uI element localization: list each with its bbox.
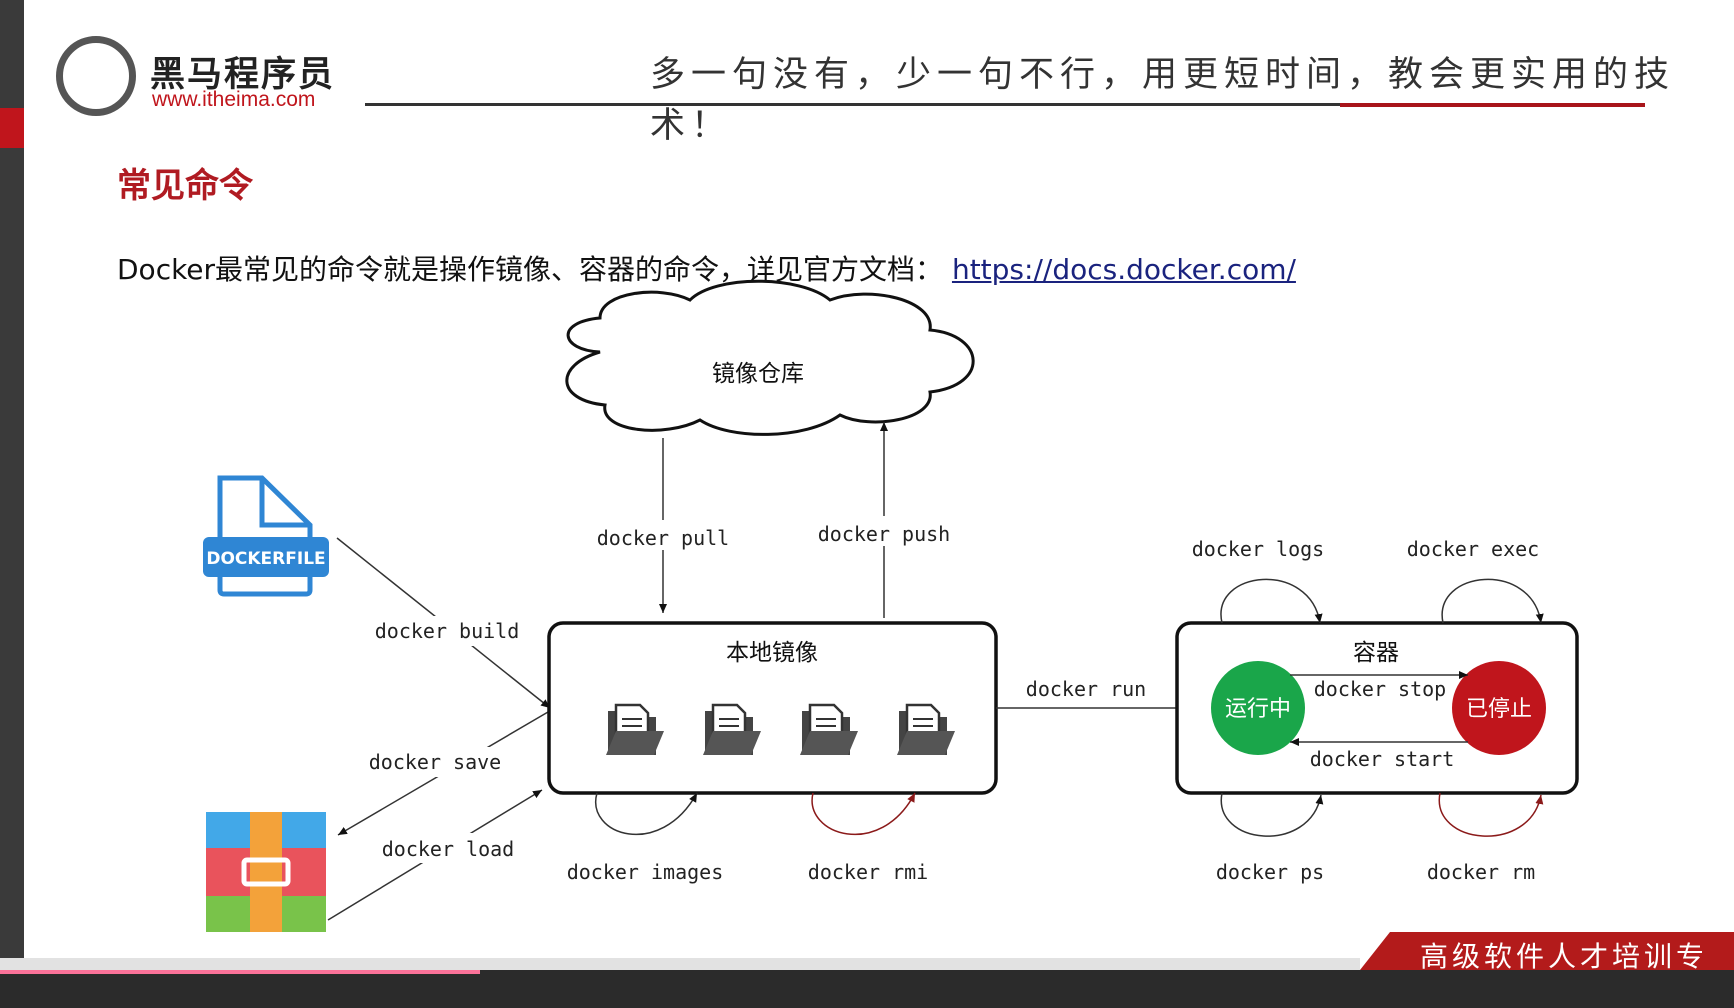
footer-red-banner (1360, 932, 1734, 970)
rmi-command-label: docker rmi (808, 860, 928, 884)
image-file-icon (703, 703, 761, 755)
rm-loop-arrow (1438, 792, 1544, 837)
dockerfile-icon (203, 475, 329, 597)
dockerfile-label: DOCKERFILE (206, 549, 325, 569)
logs-loop-arrow (1220, 578, 1323, 624)
image-file-icon (800, 703, 858, 755)
load-command-label: docker load (382, 837, 514, 861)
stop-command-label: docker stop (1314, 677, 1446, 701)
footer-bar (0, 958, 1360, 970)
container-label: 容器 (1353, 640, 1399, 666)
image-file-icon (897, 703, 955, 755)
build-label-bg (366, 616, 528, 646)
ps-loop-arrow (1220, 792, 1324, 837)
start-command-label: docker start (1310, 747, 1455, 771)
section-title: 常见命令 (117, 166, 253, 206)
header-slogan: 多一句没有，少一句不行，用更短时间，教会更实用的技术！ (650, 55, 1676, 146)
docker-command-diagram: 镜像仓库 docker pull docker push DOCKERFILE … (203, 279, 1579, 932)
local-images-label: 本地镜像 (726, 640, 818, 666)
push-label-bg (805, 516, 965, 546)
header-divider-accent (1340, 103, 1645, 107)
exec-command-label: docker exec (1407, 537, 1539, 561)
left-red-marker (0, 108, 24, 148)
archive-icon (206, 812, 326, 932)
exec-loop-arrow (1441, 578, 1544, 624)
intro-text: Docker最常见的命令就是操作镜像、容器的命令，详见官方文档： https:/… (117, 248, 1296, 288)
running-label: 运行中 (1225, 697, 1291, 722)
brand-name: 黑马程序员 (150, 55, 336, 95)
save-label-bg (360, 747, 510, 777)
registry-label: 镜像仓库 (712, 361, 804, 387)
pull-label-bg (585, 520, 745, 550)
push-command-label: docker push (818, 522, 950, 546)
intro-sentence: Docker最常见的命令就是操作镜像、容器的命令，详见官方文档： (117, 253, 944, 286)
logo-horse-icon (56, 36, 136, 116)
rmi-loop-arrow (811, 792, 916, 836)
stopped-label: 已停止 (1466, 697, 1532, 722)
image-file-icon (606, 703, 664, 755)
running-state (1211, 661, 1305, 755)
docs-link[interactable]: https://docs.docker.com/ (951, 253, 1296, 286)
pull-command-label: docker pull (597, 526, 729, 550)
stopped-state (1452, 661, 1546, 755)
load-label-bg (373, 833, 523, 863)
registry-cloud (565, 279, 975, 436)
footer-slogan: 高级软件人才培训专家 (1420, 940, 1709, 970)
left-dark-bar (0, 0, 24, 970)
save-command-label: docker save (369, 750, 501, 774)
images-command-label: docker images (567, 860, 724, 884)
images-loop-arrow (594, 792, 698, 836)
ps-command-label: docker ps (1216, 860, 1324, 884)
brand-url: www.itheima.com (152, 88, 316, 111)
video-player-bar[interactable] (0, 970, 1734, 1008)
video-progress[interactable] (0, 970, 480, 974)
build-command-label: docker build (375, 619, 520, 643)
slide: 黑马程序员 www.itheima.com 多一句没有，少一句不行，用更短时间，… (0, 0, 1734, 970)
run-command-label: docker run (1026, 677, 1146, 701)
rm-command-label: docker rm (1427, 860, 1535, 884)
header-divider (365, 103, 1645, 106)
logs-command-label: docker logs (1192, 537, 1324, 561)
